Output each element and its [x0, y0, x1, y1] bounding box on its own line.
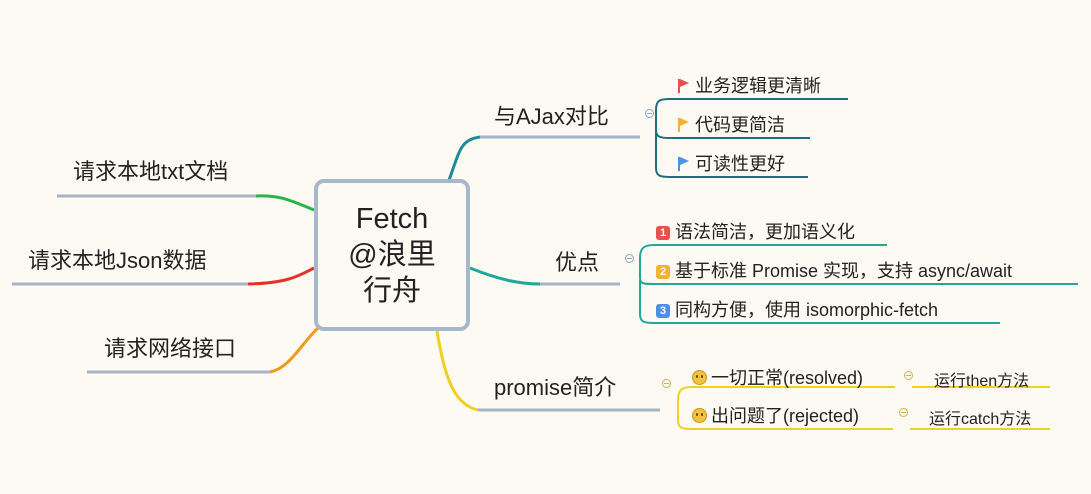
collapse-promise-icon[interactable] — [662, 379, 671, 388]
advantage-item-3[interactable]: 3 同构方便，使用 isomorphic-fetch — [656, 296, 938, 322]
promise-item-rejected[interactable]: 出问题了(rejected) — [692, 402, 859, 428]
priority-2-icon: 2 — [656, 265, 670, 279]
topic-advantages[interactable]: 优点 — [555, 250, 600, 275]
sub-promise-2 — [677, 400, 893, 430]
central-topic[interactable]: Fetch @浪里 行舟 — [314, 179, 470, 331]
promise-result-catch[interactable]: 运行catch方法 — [929, 411, 1032, 428]
central-topic-line1: Fetch — [355, 203, 429, 235]
ajax-item-1-label: 业务逻辑更清晰 — [695, 76, 821, 96]
advantage-item-3-label: 同构方便，使用 isomorphic-fetch — [675, 300, 939, 320]
connector-advantages — [469, 266, 541, 286]
collapse-rejected-icon[interactable] — [899, 408, 908, 417]
collapse-resolved-icon[interactable] — [904, 371, 913, 380]
connector-ajax — [446, 135, 481, 184]
ajax-item-1[interactable]: 业务逻辑更清晰 — [678, 72, 821, 98]
crying-emoji-icon — [692, 408, 707, 423]
connector-network — [269, 326, 320, 374]
sub-adv-3 — [639, 280, 1000, 324]
advantage-item-1[interactable]: 1 语法简洁，更加语义化 — [656, 218, 855, 244]
connector-json — [247, 266, 315, 286]
left-topic-json[interactable]: 请求本地Json数据 — [28, 248, 207, 273]
central-topic-line2: @浪里 — [348, 239, 436, 271]
promise-item-rejected-label: 出问题了(rejected) — [711, 406, 860, 426]
ajax-item-2-label: 代码更简洁 — [695, 115, 785, 135]
sub-adv-1 — [639, 244, 887, 259]
left-topic-txt[interactable]: 请求本地txt文档 — [73, 159, 229, 184]
connector-txt — [255, 194, 315, 212]
topic-ajax[interactable]: 与AJax对比 — [494, 104, 609, 129]
promise-item-resolved[interactable]: 一切正常(resolved) — [692, 364, 863, 390]
sub-promise-1 — [677, 386, 895, 401]
priority-3-icon: 3 — [656, 304, 670, 318]
blue-flag-icon — [678, 157, 690, 171]
promise-item-resolved-label: 一切正常(resolved) — [711, 368, 864, 388]
ajax-item-3-label: 可读性更好 — [695, 154, 785, 174]
connector-promise — [435, 330, 479, 412]
ajax-item-2[interactable]: 代码更简洁 — [678, 111, 785, 137]
orange-flag-icon — [678, 118, 690, 132]
priority-1-icon: 1 — [656, 226, 670, 240]
collapse-advantages-icon[interactable] — [625, 254, 634, 263]
sub-adv-2 — [639, 258, 1078, 285]
ajax-item-3[interactable]: 可读性更好 — [678, 150, 785, 176]
collapse-ajax-icon[interactable] — [645, 109, 654, 118]
left-topic-network[interactable]: 请求网络接口 — [104, 336, 237, 361]
red-flag-icon — [678, 79, 690, 93]
advantage-item-2-label: 基于标准 Promise 实现，支持 async/await — [675, 261, 1013, 281]
central-topic-line3: 行舟 — [362, 275, 421, 307]
sub-ajax-1 — [655, 98, 848, 111]
smile-emoji-icon — [692, 370, 707, 385]
advantage-item-1-label: 语法简洁，更加语义化 — [675, 222, 855, 242]
advantage-item-2[interactable]: 2 基于标准 Promise 实现，支持 async/await — [656, 257, 1012, 283]
promise-result-then[interactable]: 运行then方法 — [934, 373, 1030, 390]
topic-promise[interactable]: promise简介 — [494, 375, 617, 400]
sub-ajax-3 — [655, 130, 808, 178]
